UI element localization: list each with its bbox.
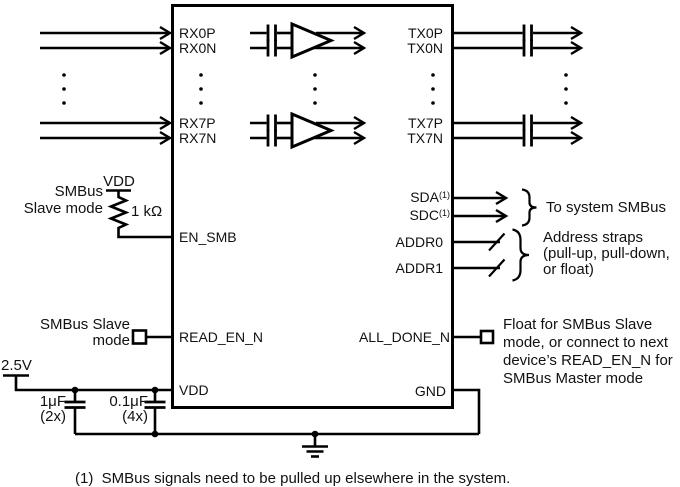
pin-all-done-n: ALL_DONE_N xyxy=(358,329,450,345)
rx-capacitor-icons xyxy=(250,24,292,147)
pin-read-en-n: READ_EN_N xyxy=(179,329,264,345)
addr-strap-lines xyxy=(452,232,506,278)
pin-tx7n: TX7N xyxy=(407,130,443,146)
supply-and-bypass-caps xyxy=(3,374,481,436)
pin-rx7n: RX7N xyxy=(179,130,217,146)
gnd-return-wire xyxy=(452,388,481,434)
pin-tx0p: TX0P xyxy=(407,25,443,41)
pin-rx0p: RX0P xyxy=(179,25,216,41)
amplifier-output-arrows xyxy=(314,25,367,146)
pin-tx0n: TX0N xyxy=(407,40,443,56)
pin-rx0n: RX0N xyxy=(179,40,217,56)
supply-voltage-label: 2.5V xyxy=(1,357,32,374)
rx-input-arrows xyxy=(40,25,173,146)
pin-addr1: ADDR1 xyxy=(395,260,443,276)
pin-gnd: GND xyxy=(414,383,446,399)
sda-footnote-ref: (1) xyxy=(439,190,450,200)
pin-rx7p: RX7P xyxy=(179,115,216,131)
pin-vdd: VDD xyxy=(179,382,209,398)
ellipsis-dots xyxy=(62,73,568,105)
footnote: (1) SMBus signals need to be pulled up e… xyxy=(75,470,511,487)
system-smbus-note: To system SMBus xyxy=(546,199,667,216)
cap1-label: 1μF (2x) xyxy=(39,393,66,425)
pin-sdc: SDC(1) xyxy=(409,207,450,223)
all-done-jumper-icon xyxy=(452,329,495,345)
pin-addr0: ADDR0 xyxy=(395,234,443,250)
sdc-footnote-ref: (1) xyxy=(439,208,450,218)
ground-icon xyxy=(302,434,328,458)
tx-output-lines xyxy=(452,24,584,147)
address-straps-note: Address straps (pull-up, pull-down, or f… xyxy=(543,229,670,278)
junction-dots xyxy=(71,386,319,438)
tx-capacitor-icons xyxy=(522,24,533,147)
pullup-resistor-icon xyxy=(106,189,173,239)
all-done-note: Float for SMBus Slave mode, or connect t… xyxy=(503,316,673,387)
resistor-value-label: 1 kΩ xyxy=(131,203,163,220)
smbus-output-arrows xyxy=(452,190,509,224)
vdd-rail-label: VDD xyxy=(103,173,135,190)
pin-en-smb: EN_SMB xyxy=(179,229,237,245)
strap-slash-icons xyxy=(488,232,506,278)
pin-tx7p: TX7P xyxy=(407,115,443,131)
chip-outline xyxy=(171,4,454,409)
amplifier-icons xyxy=(290,21,335,150)
cap2-label: 0.1μF (4x) xyxy=(109,393,148,425)
read-en-jumper-icon xyxy=(131,329,173,345)
en-smb-mode-note: SMBus Slave mode xyxy=(23,183,103,217)
addr-brace-icon xyxy=(512,228,530,282)
read-en-mode-note: SMBus Slave mode xyxy=(39,316,130,349)
smbus-brace-icon xyxy=(521,188,537,227)
pin-sda: SDA(1) xyxy=(410,189,450,205)
